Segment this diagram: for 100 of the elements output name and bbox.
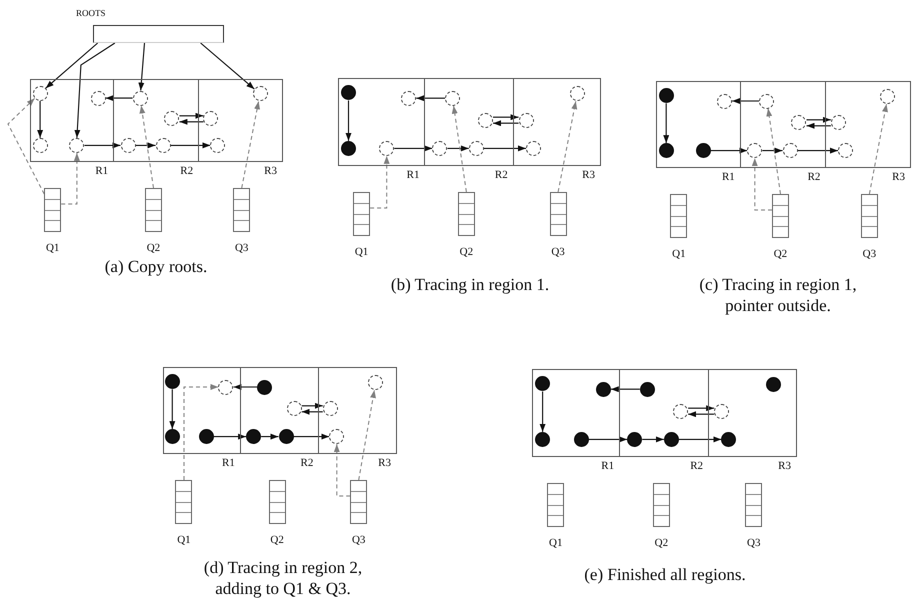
arrow (302, 408, 323, 415)
region-label: R2 (300, 458, 314, 469)
arrow (610, 386, 640, 392)
queue-label: Q3 (747, 538, 760, 549)
region-label: R2 (808, 172, 820, 183)
dashed-arrow (241, 100, 260, 188)
roots-label: ROOTS (76, 9, 106, 18)
queue-label: Q1 (46, 243, 60, 254)
arrow (798, 148, 838, 154)
marked-object-dot (658, 88, 674, 104)
arrow (84, 142, 120, 148)
queue-label: Q1 (549, 538, 562, 549)
arrow (540, 392, 546, 432)
arrow (179, 112, 204, 119)
marked-object-dot (640, 382, 655, 397)
object-circle (368, 375, 384, 390)
marked-object-dot (340, 85, 356, 100)
region-label: R3 (378, 458, 391, 469)
region-label: R3 (264, 166, 277, 177)
region-label: R3 (778, 461, 791, 472)
marked-object-dot (721, 432, 736, 447)
object-circle (322, 401, 338, 416)
object-circle (32, 86, 48, 101)
caption: (c) Tracing in region 1, pointer outside. (698, 274, 858, 316)
dashed-arrow (558, 100, 578, 192)
arrow (484, 145, 526, 152)
dashed-arrow (7, 98, 45, 194)
object-circle (218, 380, 234, 394)
arrow (45, 42, 98, 89)
object-circle (673, 404, 688, 419)
object-circle (791, 115, 806, 130)
object-circle (210, 138, 226, 153)
arrow (806, 116, 831, 123)
arrow (179, 118, 204, 125)
object-circle (164, 111, 180, 126)
arrow (261, 434, 278, 440)
dashed-arrow (766, 108, 781, 194)
marked-object-dot (627, 432, 642, 447)
object-circle (401, 90, 416, 106)
caption: (a) Copy roots. (104, 256, 208, 278)
marked-object-dot (246, 429, 262, 444)
arrow (588, 436, 628, 442)
marked-object-dot (535, 432, 550, 447)
object-circle (286, 401, 302, 416)
dashed-arrow (184, 384, 219, 480)
region-label: R3 (892, 172, 905, 183)
queue-label: Q2 (774, 249, 788, 260)
dashed-arrow (139, 105, 154, 188)
arrow (806, 122, 831, 129)
arrow (214, 434, 246, 440)
queue-label: Q2 (146, 243, 160, 254)
arrow (37, 100, 44, 138)
dashed-arrow (868, 104, 888, 194)
region-label: R1 (722, 172, 735, 183)
arrow (233, 384, 258, 390)
object-circle (717, 94, 732, 108)
marked-object-dot (164, 429, 180, 444)
marked-object-dot (766, 377, 781, 392)
marked-object-dot (278, 429, 294, 444)
object-circle (526, 140, 541, 156)
arrow (302, 402, 323, 409)
arrow (678, 436, 722, 442)
arrow (136, 142, 156, 148)
arrow (663, 103, 670, 144)
arrow (762, 148, 783, 154)
arrow (346, 100, 352, 141)
caption: (b) Tracing in region 1. (390, 274, 550, 296)
queue-label: Q2 (654, 538, 668, 549)
marked-object-dot (535, 376, 550, 392)
marked-object-dot (596, 382, 611, 397)
queue-label: Q3 (234, 243, 248, 254)
region-label: R2 (494, 170, 508, 181)
region-label: R2 (690, 461, 704, 472)
queue-label: Q3 (551, 247, 565, 258)
arrow (106, 95, 133, 102)
arrow (169, 389, 176, 430)
object-circle (782, 143, 798, 158)
marked-object-dot (164, 374, 180, 390)
arrow (394, 145, 432, 152)
queue-label: Q2 (460, 247, 474, 258)
arrow (688, 411, 714, 418)
marked-object-dot (574, 432, 589, 447)
object-circle (714, 404, 730, 419)
arrow (294, 434, 330, 440)
dashed-arrow (60, 152, 80, 204)
dashed-arrow (358, 390, 376, 480)
object-circle (747, 143, 762, 158)
dashed-arrow (334, 444, 351, 496)
queue-label: Q1 (672, 249, 686, 260)
object-circle (444, 90, 460, 106)
queue-label: Q1 (177, 535, 191, 546)
object-circle (432, 140, 448, 156)
object-circle (32, 138, 48, 153)
region-label: R2 (180, 166, 194, 177)
marked-object-dot (198, 429, 214, 444)
object-circle (468, 140, 484, 156)
object-circle (518, 112, 534, 128)
queue-label: Q1 (354, 247, 368, 258)
arrow (493, 120, 519, 126)
object-circle (830, 115, 846, 130)
